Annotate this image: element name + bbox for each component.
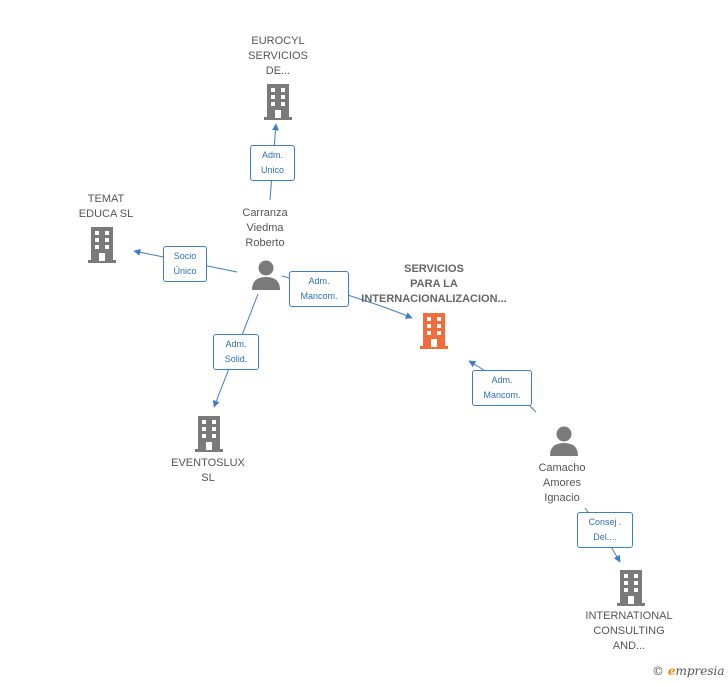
node-label-eurocyl: EUROCYL SERVICIOS DE...: [248, 35, 308, 77]
role-badge-adm-mancom-camacho[interactable]: Adm. Mancom.: [472, 370, 532, 406]
building-icon[interactable]: [419, 313, 449, 349]
role-badge-adm-unico[interactable]: Adm. Unico: [250, 145, 295, 181]
role-badge-socio-unico[interactable]: Socio Único: [163, 246, 207, 282]
building-icon[interactable]: [195, 416, 223, 452]
node-label-international: INTERNATIONAL CONSULTING AND...: [585, 610, 673, 652]
node-label-carranza: Carranza Viedma Roberto: [242, 207, 288, 249]
empresia-logo: © empresia: [652, 664, 725, 678]
node-label-servicios: SERVICIOS PARA LA INTERNACIONALIZACION..…: [361, 263, 507, 305]
node-label-temat: TEMAT EDUCA SL: [78, 193, 134, 220]
role-badge-adm-solid[interactable]: Adm. Solid.: [213, 334, 259, 370]
role-badge-consej-del[interactable]: Consej . Del....: [577, 512, 633, 548]
building-icon[interactable]: [264, 84, 292, 120]
node-label-camacho: Camacho Amores Ignacio: [538, 462, 586, 504]
role-badge-adm-mancom-carranza[interactable]: Adm. Mancom.: [289, 271, 349, 307]
brand-name: mpresia: [675, 664, 725, 678]
person-icon[interactable]: [549, 425, 579, 457]
building-icon[interactable]: [88, 227, 116, 263]
node-label-eventoslux: EVENTOSLUX SL: [171, 457, 245, 484]
building-icon[interactable]: [617, 570, 645, 606]
brand-initial: e: [667, 664, 676, 678]
copyright-symbol: ©: [652, 664, 664, 678]
person-icon[interactable]: [251, 259, 281, 291]
